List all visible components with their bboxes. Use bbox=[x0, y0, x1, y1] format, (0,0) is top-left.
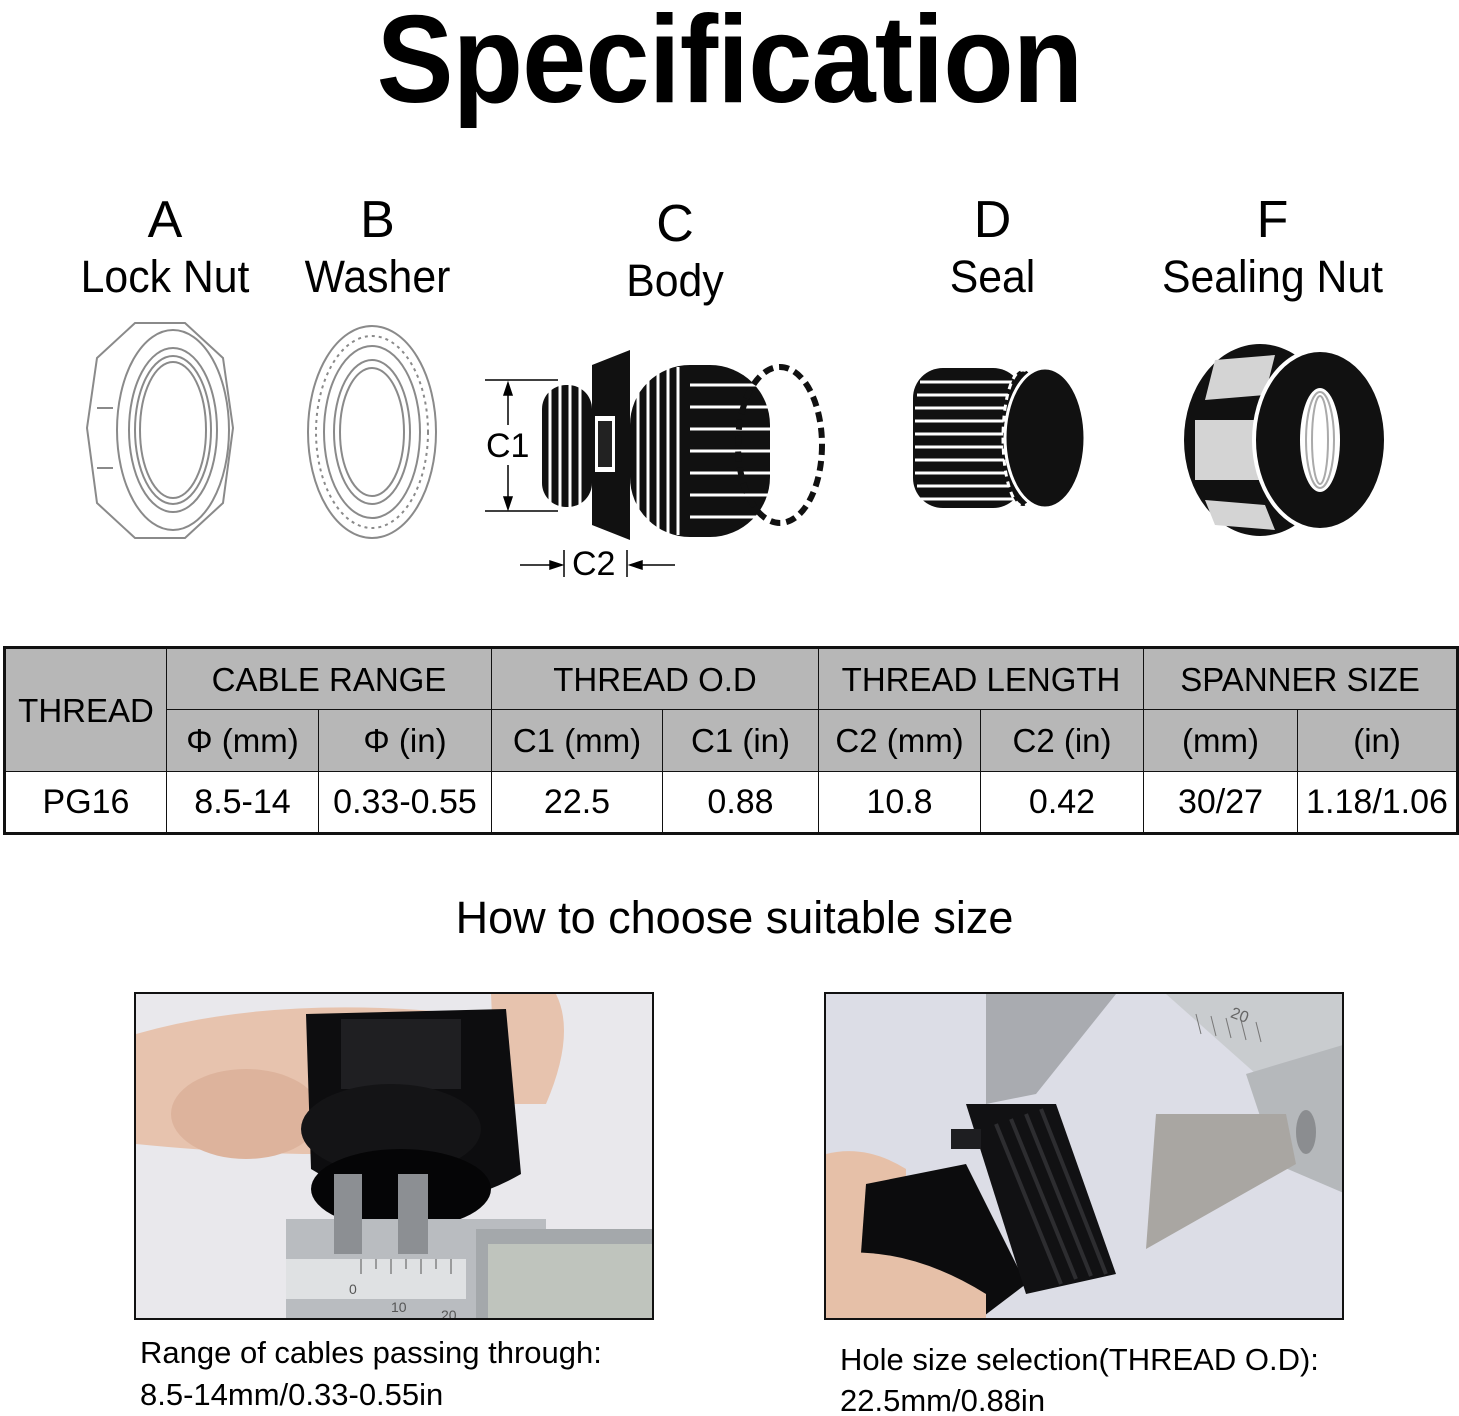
section-subtitle: How to choose suitable size bbox=[455, 892, 1014, 943]
subheader-cable-mm: Φ (mm) bbox=[166, 709, 319, 772]
header-thread-length: THREAD LENGTH bbox=[818, 647, 1145, 710]
part-sealing-nut: F Sealing Nut bbox=[1140, 190, 1405, 304]
scale-label: 20 bbox=[1228, 1005, 1251, 1027]
cell-cable-in: 0.33-0.55 bbox=[318, 771, 492, 834]
part-body: C Body bbox=[560, 194, 790, 308]
scale-label: 10 bbox=[391, 1299, 407, 1315]
header-thread-od: THREAD O.D bbox=[490, 647, 820, 710]
subheader-c1-mm: C1 (mm) bbox=[491, 709, 663, 772]
part-name: Sealing Nut bbox=[1161, 251, 1384, 302]
subheader-spanner-in: (in) bbox=[1297, 709, 1459, 772]
subheader-c1-in: C1 (in) bbox=[661, 709, 820, 772]
cell-spanner-in: 1.18/1.06 bbox=[1297, 771, 1459, 834]
thread-od-photo: 20 bbox=[824, 992, 1344, 1320]
part-name: Body bbox=[626, 255, 724, 306]
cell-cable-mm: 8.5-14 bbox=[166, 771, 319, 834]
cell-c2-mm: 10.8 bbox=[818, 771, 982, 834]
part-letter: D bbox=[973, 191, 1012, 249]
seal-drawing-icon bbox=[913, 366, 1087, 510]
part-name: Lock Nut bbox=[80, 251, 250, 302]
thread-od-caption-line1: Hole size selection(THREAD O.D): bbox=[840, 1342, 1319, 1377]
page-title: Specification bbox=[376, 0, 1084, 129]
subheader-spanner-mm: (mm) bbox=[1143, 709, 1299, 772]
subheader-cable-in: Φ (in) bbox=[318, 709, 492, 772]
part-letter: F bbox=[1256, 191, 1289, 249]
c1-label: C1 bbox=[486, 427, 529, 465]
part-letter: A bbox=[147, 191, 183, 249]
body-drawing-icon: C1 C2 bbox=[485, 350, 825, 583]
c2-label: C2 bbox=[572, 545, 615, 583]
subheader-c2-in: C2 (in) bbox=[980, 709, 1145, 772]
header-thread: THREAD bbox=[4, 647, 167, 772]
part-seal: D Seal bbox=[880, 190, 1105, 304]
part-lock-nut: A Lock Nut bbox=[40, 190, 290, 304]
header-cable-range: CABLE RANGE bbox=[166, 647, 492, 710]
cable-range-caption-line2: 8.5-14mm/0.33-0.55in bbox=[140, 1377, 444, 1412]
scale-label: 0 bbox=[349, 1281, 357, 1297]
lock-nut-drawing-icon bbox=[85, 322, 235, 539]
washer-drawing-icon bbox=[307, 325, 437, 539]
cable-range-photo: 0 10 20 bbox=[134, 992, 654, 1320]
thread-od-caption-line2: 22.5mm/0.88in bbox=[840, 1383, 1046, 1416]
cell-c1-mm: 22.5 bbox=[491, 771, 663, 834]
header-spanner-size: SPANNER SIZE bbox=[1143, 647, 1459, 710]
part-washer: B Washer bbox=[265, 190, 490, 304]
cell-c2-in: 0.42 bbox=[980, 771, 1145, 834]
specification-table: THREAD CABLE RANGE THREAD O.D THREAD LEN… bbox=[3, 646, 1459, 835]
part-letter: C bbox=[656, 195, 694, 253]
cell-spanner-mm: 30/27 bbox=[1143, 771, 1299, 834]
part-letter: B bbox=[360, 191, 395, 249]
cell-thread: PG16 bbox=[4, 771, 167, 834]
scale-label: 20 bbox=[441, 1307, 457, 1320]
subheader-c2-mm: C2 (mm) bbox=[818, 709, 982, 772]
cable-range-caption-line1: Range of cables passing through: bbox=[140, 1335, 602, 1370]
part-name: Seal bbox=[949, 251, 1036, 302]
sealing-nut-drawing-icon bbox=[1184, 344, 1388, 536]
table-row: PG16 8.5-14 0.33-0.55 22.5 0.88 10.8 0.4… bbox=[4, 771, 1459, 834]
cell-c1-in: 0.88 bbox=[661, 771, 820, 834]
part-name: Washer bbox=[304, 251, 451, 302]
